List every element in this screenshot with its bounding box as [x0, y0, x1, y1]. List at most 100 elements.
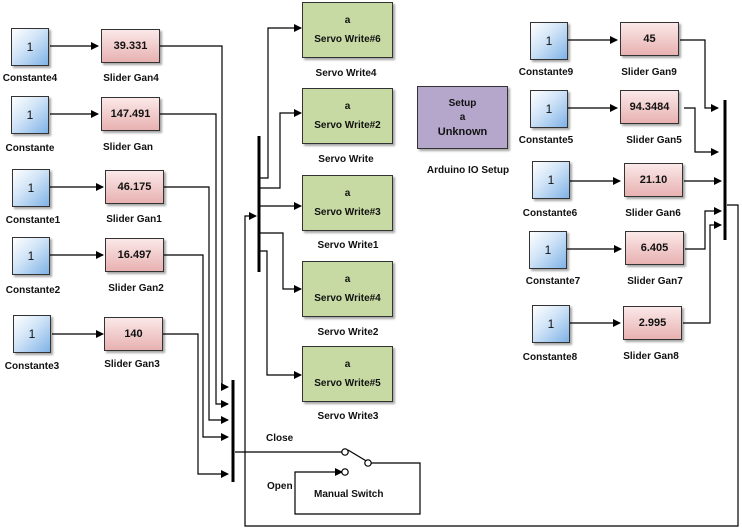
servo-name: Servo Write#4 [314, 293, 381, 304]
slider-gain-block[interactable]: 94.3484 [620, 90, 679, 124]
gain-value: 39.331 [113, 40, 148, 52]
constant-label: Constante6 [522, 208, 578, 219]
constant-value: 1 [545, 102, 553, 116]
constant-value: 1 [26, 108, 34, 122]
slider-gain-block[interactable]: 6.405 [625, 231, 684, 265]
servo-label: Servo Write4 [315, 68, 377, 79]
constant-block[interactable]: 1 [11, 96, 49, 134]
gain-label: Slider Gan5 [626, 135, 682, 146]
servo-label: Servo Write [318, 154, 374, 165]
slider-gain-block[interactable]: 45 [620, 22, 679, 56]
switch-blade [347, 449, 369, 463]
gain-value: 2.995 [638, 317, 667, 329]
setup-line1: Setup [448, 97, 477, 109]
slider-gain-block[interactable]: 2.995 [623, 306, 682, 340]
constant-block[interactable]: 1 [530, 22, 568, 60]
switch-contact-close [341, 448, 349, 456]
constant-block[interactable]: 1 [529, 231, 567, 269]
constant-value: 1 [28, 327, 36, 341]
setup-line2: a [459, 111, 466, 123]
constant-value: 1 [544, 243, 552, 257]
constant-label: Constante4 [2, 73, 58, 84]
constant-label: Constante2 [5, 285, 61, 296]
switch-contact-open [341, 468, 349, 476]
constant-label: Constante7 [525, 276, 581, 287]
line-demux-servo2 [260, 109, 302, 189]
constant-label: Constante1 [5, 215, 61, 226]
gain-value: 6.405 [640, 242, 669, 254]
constant-label: Constante [5, 143, 55, 154]
line-gain4-mux [160, 45, 229, 391]
gain-label: Slider Gan3 [104, 359, 160, 370]
constant-value: 1 [27, 181, 35, 195]
constant-value: 1 [26, 40, 34, 54]
line-demux-servo6 [260, 24, 302, 179]
gain-value: 45 [643, 33, 656, 45]
gain-value: 21.10 [639, 174, 668, 186]
gain-value: 147.491 [110, 108, 151, 120]
gain-label: Slider Gan6 [625, 208, 681, 219]
line-gain7-mux [685, 207, 722, 250]
servo-name: Servo Write#6 [314, 34, 381, 45]
gain-label: Slider Gan9 [621, 67, 677, 78]
constant-block[interactable]: 1 [12, 169, 50, 207]
setup-label: Arduino IO Setup [426, 165, 510, 176]
servo-name: Servo Write#5 [314, 378, 381, 389]
gain-value: 46.175 [117, 181, 152, 193]
gain-value: 16.497 [117, 249, 152, 261]
slider-gain-block[interactable]: 46.175 [105, 170, 164, 204]
constant-label: Constante8 [522, 352, 578, 363]
servo-write-block[interactable]: a Servo Write#5 [302, 346, 393, 402]
constant-block[interactable]: 1 [530, 90, 568, 128]
servo-port: a [344, 188, 351, 199]
switch-close-label: Close [266, 433, 294, 444]
line-demux-servo4 [260, 232, 302, 293]
line-gain5-mux [684, 107, 719, 156]
slider-gain-block[interactable]: 16.497 [105, 238, 164, 272]
manual-switch-label: Manual Switch [314, 489, 384, 500]
arduino-io-setup-block[interactable]: Setup a Unknown [417, 86, 508, 149]
servo-label: Servo Write3 [317, 411, 379, 422]
servo-write-block[interactable]: a Servo Write#2 [302, 88, 393, 144]
constant-value: 1 [27, 249, 35, 263]
servo-write-block[interactable]: a Servo Write#3 [302, 175, 393, 231]
line-demux-servo5 [260, 250, 302, 379]
slider-gain-block[interactable]: 21.10 [624, 163, 683, 197]
slider-gain-block[interactable]: 140 [104, 317, 163, 351]
line-gain8-mux [683, 221, 722, 324]
line-gain1-mux [164, 186, 229, 424]
slider-gain-block[interactable]: 39.331 [101, 29, 160, 63]
line-gain3-mux [163, 333, 229, 478]
servo-name: Servo Write#2 [314, 120, 381, 131]
constant-block[interactable]: 1 [12, 237, 50, 275]
servo-write-block[interactable]: a Servo Write#6 [302, 2, 393, 58]
line-gain-mux [160, 113, 229, 408]
servo-name: Servo Write#3 [314, 207, 381, 218]
setup-line3: Unknown [437, 125, 488, 138]
servo-port: a [344, 274, 351, 285]
servo-port: a [344, 15, 351, 26]
constant-block[interactable]: 1 [11, 28, 49, 66]
constant-label: Constante3 [4, 361, 60, 372]
constant-value: 1 [545, 34, 553, 48]
line-switch-out [294, 462, 421, 515]
servo-label: Servo Write2 [317, 327, 379, 338]
constant-block[interactable]: 1 [532, 161, 570, 199]
line-feedback [244, 204, 739, 527]
constant-block[interactable]: 1 [532, 305, 570, 343]
gain-label: Slider Gan1 [106, 214, 162, 225]
gain-value: 140 [124, 328, 143, 340]
constant-label: Constante9 [518, 67, 574, 78]
constant-block[interactable]: 1 [13, 315, 51, 353]
slider-gain-block[interactable]: 147.491 [101, 97, 160, 131]
switch-open-label: Open [267, 481, 293, 492]
gain-label: Slider Gan [102, 142, 154, 153]
servo-write-block[interactable]: a Servo Write#4 [302, 261, 393, 317]
gain-value: 94.3484 [629, 101, 670, 113]
constant-value: 1 [547, 173, 555, 187]
servo-port: a [344, 101, 351, 112]
servo-label: Servo Write1 [317, 240, 379, 251]
gain-label: Slider Gan8 [623, 351, 679, 362]
